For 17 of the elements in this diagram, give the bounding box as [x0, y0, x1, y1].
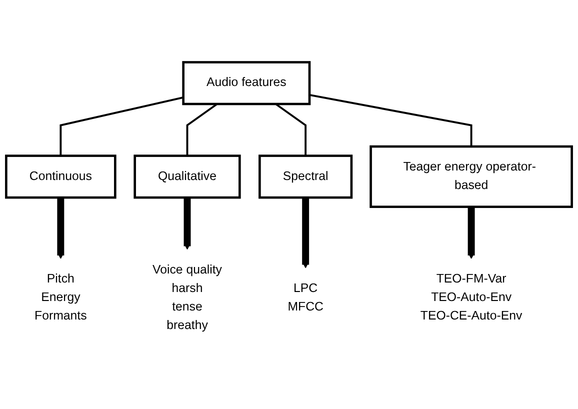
- node-text: Voice quality harsh tense breathy: [152, 263, 222, 332]
- arrow: [302, 198, 310, 268]
- node-text: LPC MFCC: [288, 282, 324, 314]
- arrow: [57, 198, 64, 259]
- arrow: [184, 198, 191, 250]
- connector: [186, 103, 218, 156]
- node-box: Spectral: [258, 154, 353, 199]
- node-box: Teager energy operator- based: [370, 145, 573, 208]
- connector: [60, 96, 184, 156]
- connector: [309, 94, 472, 146]
- node-box: Audio features: [182, 61, 311, 106]
- node-text: TEO-FM-Var TEO-Auto-Env TEO-CE-Auto-Env: [420, 272, 522, 323]
- connector: [275, 103, 307, 156]
- node-text: Pitch Energy Formants: [34, 272, 87, 323]
- arrow: [468, 206, 475, 259]
- node-box: Qualitative: [134, 154, 241, 199]
- node-box: Continuous: [5, 154, 116, 199]
